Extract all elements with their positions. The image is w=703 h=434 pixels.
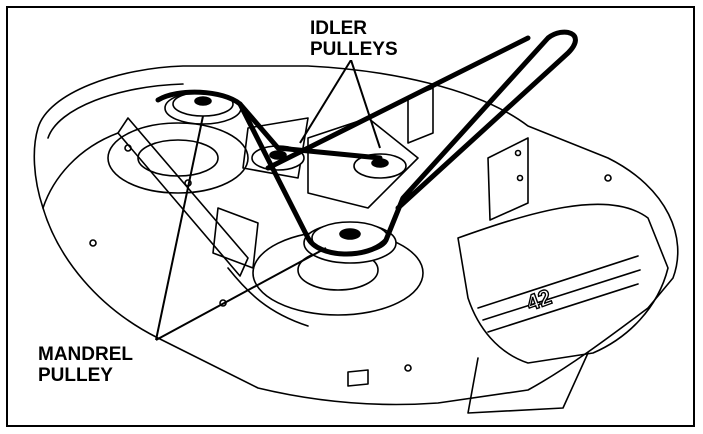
deck-bracket	[117, 117, 249, 277]
idler-pulley-right	[353, 153, 407, 179]
mandrel-pulley-label: MANDREL PULLEY	[36, 344, 135, 386]
drive-belt	[155, 29, 578, 257]
mandrel-label-line2: PULLEY	[38, 365, 113, 386]
idler-leader-left	[299, 59, 352, 144]
deck-size-badge: 42	[523, 284, 555, 316]
mandrel-leader-left	[155, 115, 204, 341]
mower-deck-illustration: 42	[33, 29, 679, 414]
mandrel-leader-right	[155, 247, 327, 341]
idler-pulleys-label: IDLER PULLEYS	[308, 18, 400, 60]
idler-label-line2: PULLEYS	[310, 39, 398, 60]
discharge-chute	[457, 203, 669, 364]
idler-leader-right	[350, 59, 381, 149]
diagram-frame: 42 IDLER PULLEYS MANDREL PULLEY	[6, 6, 695, 427]
mandrel-label-line1: MANDREL	[38, 344, 133, 365]
deck-skirt	[42, 83, 184, 209]
left-spindle-well	[107, 122, 249, 194]
deck-shell	[33, 65, 679, 406]
idler-label-line1: IDLER	[310, 18, 367, 39]
